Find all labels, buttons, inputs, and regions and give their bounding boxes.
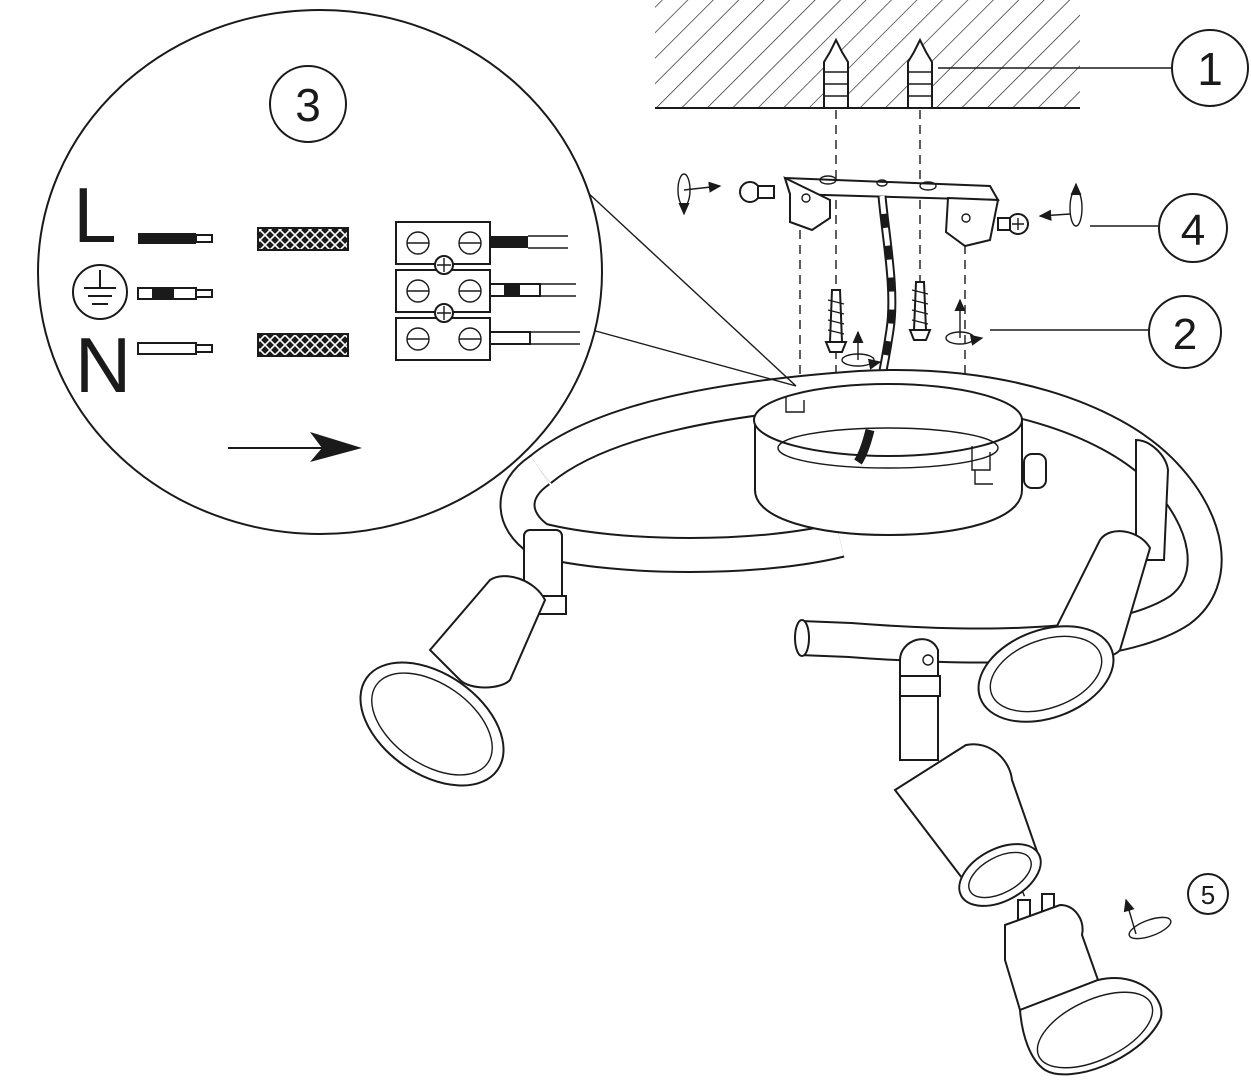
rotate-arrow-icon (677, 173, 722, 216)
bolt (739, 181, 775, 203)
callout-2: 2 (990, 295, 1222, 369)
live-label: L (73, 171, 116, 259)
spotlight-bottom (893, 638, 1042, 907)
rotate-arrow-icon (945, 298, 984, 346)
ceiling-canopy (753, 383, 1047, 537)
gu10-bulb (1004, 893, 1163, 1076)
svg-text:3: 3 (295, 79, 321, 131)
wood-screw (824, 289, 848, 353)
rotate-arrow-icon (841, 330, 882, 370)
neutral-label: N (75, 321, 131, 409)
wall-plug (907, 37, 933, 109)
svg-text:4: 4 (1181, 206, 1205, 255)
ceiling (655, 0, 1080, 109)
spotlight-right (977, 438, 1170, 723)
earth-ground-icon (72, 264, 128, 320)
callout-4: 4 (1090, 193, 1228, 263)
svg-text:1: 1 (1197, 43, 1223, 95)
direction-arrow-icon (228, 432, 362, 462)
svg-text:2: 2 (1173, 310, 1197, 359)
mounting-bracket (783, 175, 1000, 248)
bolt (997, 213, 1029, 235)
spotlight-left (359, 529, 567, 787)
wood-screw (908, 281, 932, 341)
terminal-block (395, 221, 491, 361)
rotate-arrow-icon (1123, 898, 1172, 940)
wall-plug (823, 37, 849, 109)
callout-1: 1 (938, 29, 1249, 107)
wiring-detail: 3 L N (37, 9, 797, 535)
rotate-arrow-icon (1038, 182, 1083, 227)
svg-text:5: 5 (1201, 880, 1215, 910)
callout-5: 5 (1187, 873, 1229, 915)
